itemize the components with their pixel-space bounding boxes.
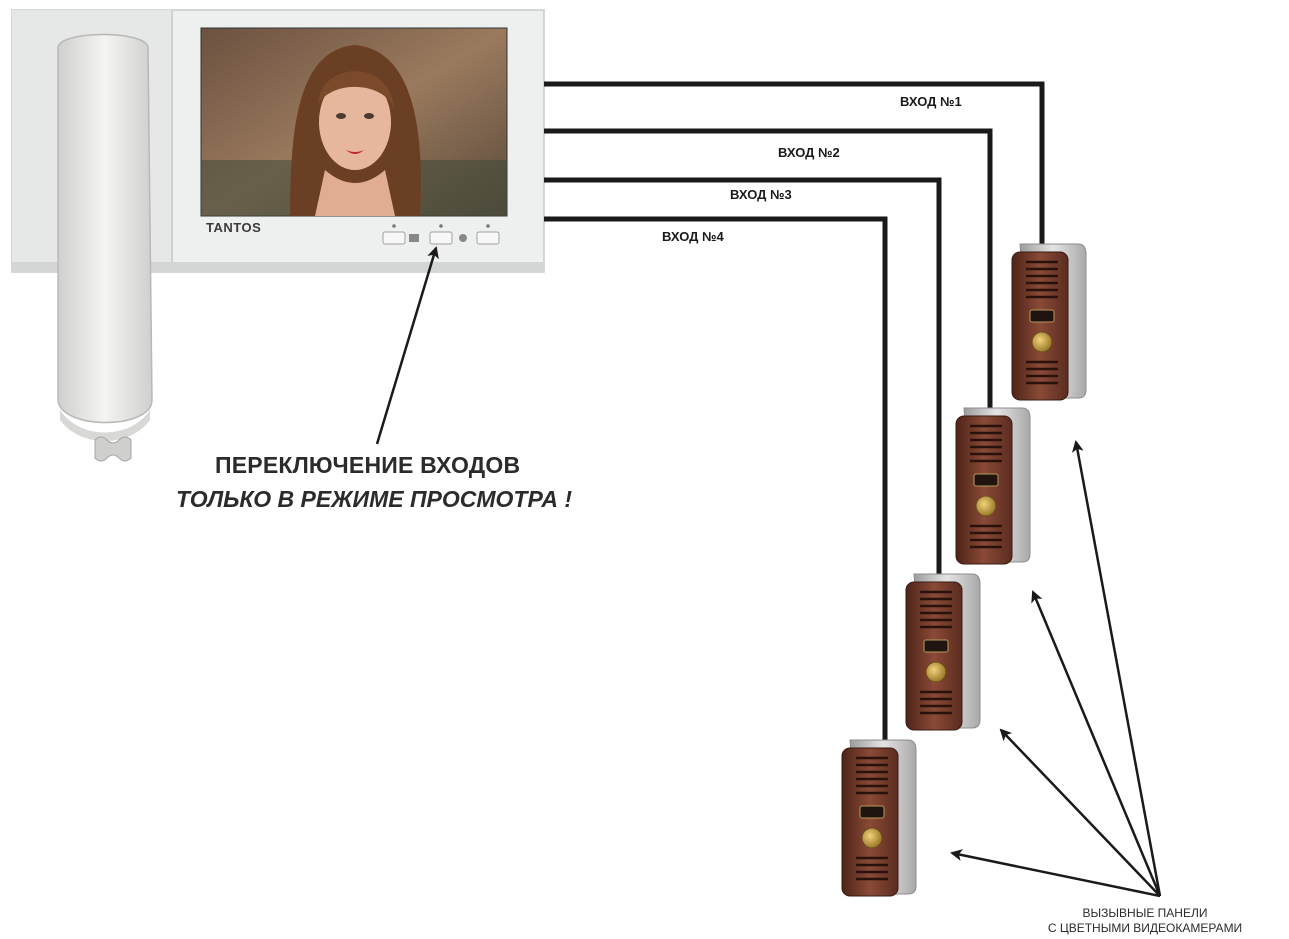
arrow-to-panel-4 bbox=[950, 849, 1161, 898]
panel-face bbox=[905, 581, 963, 731]
indicator-dot bbox=[486, 224, 490, 228]
arrow-to-panel-2 bbox=[1031, 590, 1162, 897]
call-panel-1 bbox=[1011, 243, 1087, 401]
camera-lens-window bbox=[973, 473, 999, 487]
monitor-button[interactable] bbox=[429, 231, 453, 245]
arrow-to-panel-1 bbox=[1071, 440, 1162, 897]
call-panel-2 bbox=[955, 407, 1031, 565]
monitor-button[interactable] bbox=[382, 231, 406, 245]
input-label-1: ВХОД №1 bbox=[900, 94, 962, 109]
indicator-dot bbox=[439, 224, 443, 228]
panel-face bbox=[841, 747, 899, 897]
wire-input-3 bbox=[544, 177, 942, 576]
handset bbox=[57, 33, 153, 462]
handset-cord bbox=[94, 436, 132, 462]
camera-lens-window bbox=[859, 805, 885, 819]
panel-face bbox=[1011, 251, 1069, 401]
call-button[interactable] bbox=[925, 661, 947, 683]
caption-line-1: ВЫЗЫВНЫЕ ПАНЕЛИ bbox=[1082, 906, 1208, 920]
input-label-4: ВХОД №4 bbox=[662, 229, 724, 244]
call-panel-4 bbox=[841, 739, 917, 897]
call-button[interactable] bbox=[861, 827, 883, 849]
note-line-2: ТОЛЬКО В РЕЖИМЕ ПРОСМОТРА ! bbox=[176, 486, 573, 512]
arrow-to-panel-3 bbox=[999, 728, 1161, 897]
input-label-3: ВХОД №3 bbox=[730, 187, 792, 202]
call-button[interactable] bbox=[1031, 331, 1053, 353]
call-panels bbox=[841, 243, 1087, 897]
camera-lens-window bbox=[1029, 309, 1055, 323]
call-button[interactable] bbox=[975, 495, 997, 517]
call-panel-3 bbox=[905, 573, 981, 731]
input-label-2: ВХОД №2 bbox=[778, 145, 840, 160]
arrows bbox=[375, 246, 1162, 898]
wire-input-1 bbox=[544, 81, 1045, 246]
panel-face bbox=[955, 415, 1013, 565]
screen-video-image bbox=[201, 45, 507, 216]
indicator-dot bbox=[392, 224, 396, 228]
video-monitor bbox=[11, 9, 545, 273]
lock-icon bbox=[409, 234, 419, 242]
call-panels-caption: ВЫЗЫВНЫЕ ПАНЕЛИ С ЦВЕТНЫМИ ВИДЕОКАМЕРАМИ bbox=[1010, 906, 1280, 936]
caption-line-2: С ЦВЕТНЫМИ ВИДЕОКАМЕРАМИ bbox=[1047, 921, 1243, 935]
wires bbox=[544, 81, 1045, 742]
note-line-1: ПЕРЕКЛЮЧЕНИЕ ВХОДОВ bbox=[215, 452, 521, 478]
monitor-control-buttons bbox=[382, 224, 500, 245]
camera-lens-window bbox=[923, 639, 949, 653]
wire-input-2 bbox=[544, 128, 993, 410]
monitor-bottom-edge bbox=[12, 262, 544, 272]
arrow-to-buttons bbox=[375, 246, 439, 445]
camera-icon bbox=[459, 234, 467, 242]
monitor-button[interactable] bbox=[476, 231, 500, 245]
monitor-brand-logo: TANTOS bbox=[206, 220, 262, 235]
wire-input-4 bbox=[544, 216, 888, 742]
